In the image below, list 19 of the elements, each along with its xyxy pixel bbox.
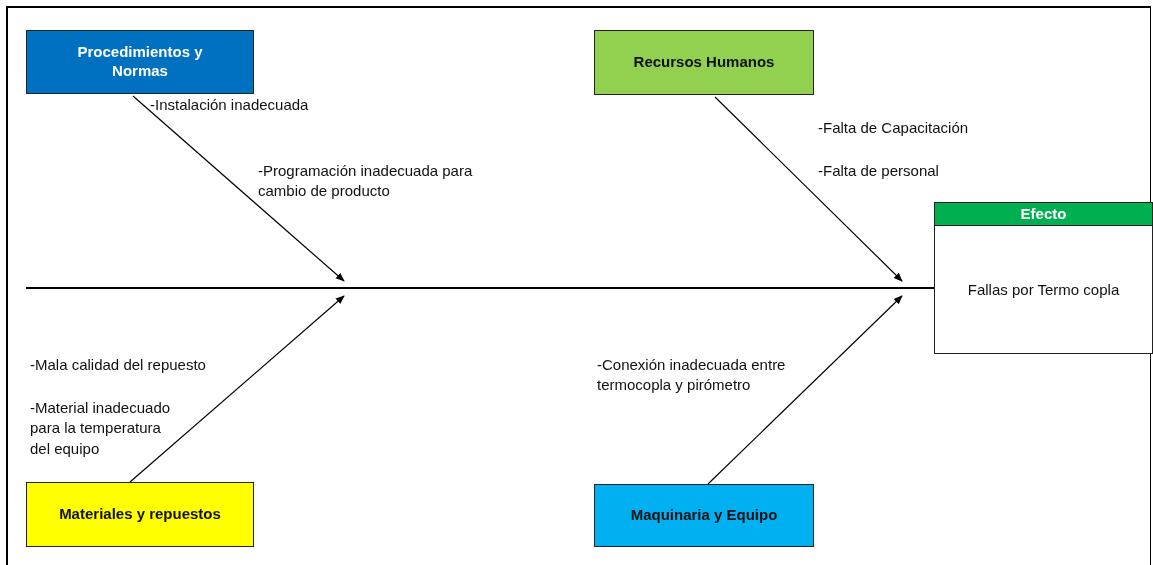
arrow [714, 96, 903, 282]
cause-note: -Instalación inadecuada [150, 95, 310, 115]
effect-box [934, 202, 1153, 354]
cause-note: -Conexión inadecuada entre termocopla y pirómetro [597, 355, 787, 396]
spine-line [25, 287, 935, 289]
cause-note: -Material inadecuado para la temperatura del equipo [30, 398, 172, 459]
cause-category-box: Maquinaria y Equipo [594, 484, 814, 547]
effect-text: Fallas por Termo copla [967, 281, 1120, 298]
cause-note: -Falta de personal [818, 161, 940, 181]
cause-note: -Mala calidad del repuesto [30, 355, 207, 375]
effect-header: Efecto [935, 203, 1152, 226]
cause-note: -Programación inadecuada para cambio de producto [258, 161, 473, 202]
arrow [132, 95, 345, 282]
cause-category-box: Recursos Humanos [594, 30, 814, 95]
cause-category-box: Procedimientos y Normas [26, 30, 254, 94]
cause-category-box: Materiales y repuestos [26, 482, 254, 547]
arrow [707, 295, 903, 485]
arrow [129, 295, 345, 483]
cause-note: -Falta de Capacitación [818, 118, 970, 138]
